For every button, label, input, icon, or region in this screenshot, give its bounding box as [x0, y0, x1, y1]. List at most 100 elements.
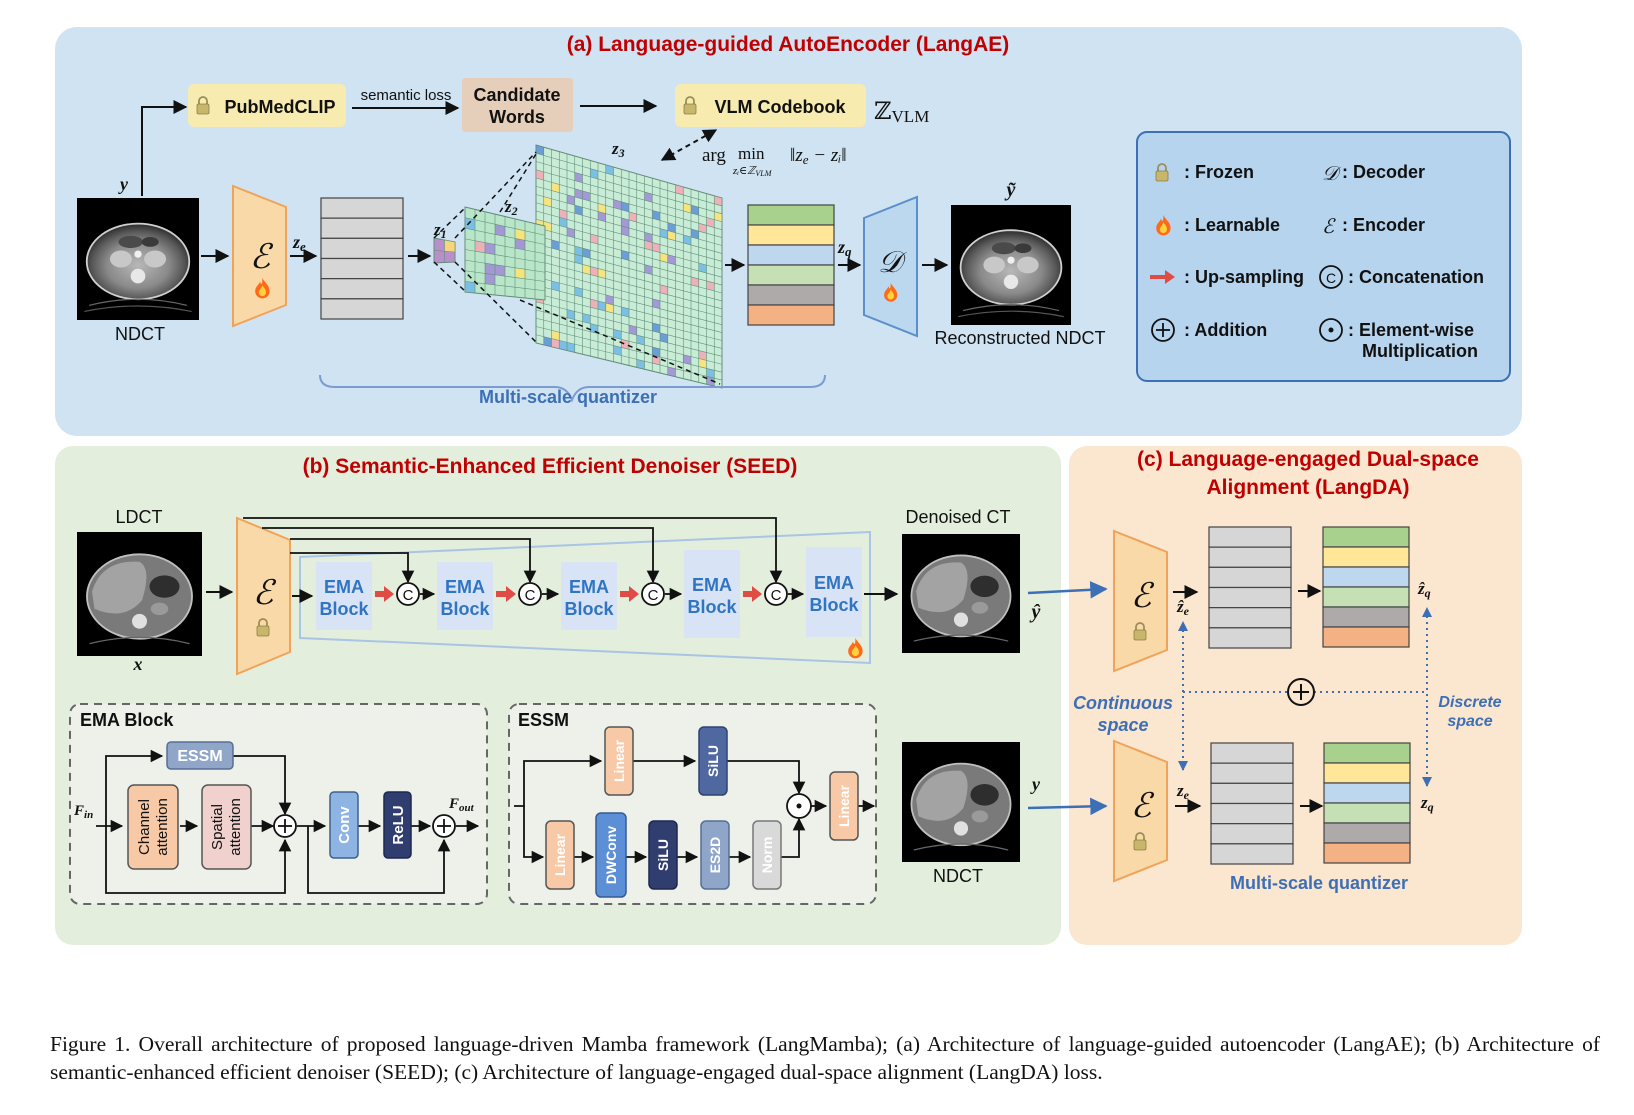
- zq-hat-row: [1322, 586, 1410, 608]
- ema-block-label-1: EMA: [569, 577, 609, 597]
- skip-connections: [243, 517, 783, 584]
- z3-cell: [636, 335, 645, 346]
- z3-cell: [567, 227, 575, 238]
- z2-cell: [485, 273, 495, 285]
- ema-block-label-1: EMA: [692, 575, 732, 595]
- z3-cell: [551, 239, 560, 251]
- ndct-input-image: [76, 197, 200, 321]
- concat-icon-label: C: [525, 587, 536, 604]
- zq-codebook-stack-a: [747, 204, 835, 326]
- svg-text:Linear: Linear: [611, 739, 627, 782]
- y-to-pubmedclip-arrow: [141, 100, 188, 196]
- z3-cell: [644, 240, 653, 251]
- ema-block-label-2: Block: [564, 599, 614, 619]
- z3-cell: [714, 211, 722, 222]
- discrete-space-1: Discrete: [1438, 694, 1501, 711]
- essm-linear-bottom: Linear: [545, 820, 575, 890]
- z3-cell: [598, 203, 606, 214]
- z3-cell: [582, 264, 591, 275]
- z3-cell: [644, 232, 653, 243]
- pubmedclip-box: PubMedCLIP: [188, 84, 346, 127]
- z3-cell: [706, 376, 715, 387]
- upsample-arrow-icon: [375, 586, 394, 602]
- z3-cell: [660, 228, 668, 239]
- z3-cell: [598, 268, 606, 279]
- relu-block: ReLU: [383, 791, 412, 859]
- concat-icon: [396, 582, 420, 606]
- encoder-a: ℰ: [232, 184, 287, 328]
- alignment-add-icon: [1287, 678, 1315, 706]
- svg-text:attention: attention: [154, 798, 171, 856]
- z3-cell: [582, 313, 591, 324]
- concat-icon-label: C: [403, 587, 414, 604]
- concat-icon: [764, 582, 788, 606]
- ldct-label: LDCT: [115, 507, 162, 527]
- legend-encoder-glyph: ℰ: [1322, 216, 1336, 238]
- ze-c-row: [1210, 843, 1294, 865]
- f-in-label: Fin: [73, 803, 93, 821]
- z3-cell: [667, 254, 676, 265]
- encoder-c-top: ℰ: [1113, 529, 1168, 673]
- z2-gridline: [464, 291, 546, 301]
- upsample-arrow-icon: [743, 586, 762, 602]
- x-label: x: [133, 654, 143, 674]
- legend-elementwise-1: : Element-wise: [1348, 320, 1474, 340]
- z3-cell: [660, 332, 668, 343]
- z2-cell: [515, 228, 525, 241]
- ze-c-row: [1210, 823, 1294, 845]
- svg-text:DWConv: DWConv: [603, 826, 619, 885]
- discrete-space-2: space: [1447, 713, 1492, 730]
- zq-hat-label: ẑq: [1417, 579, 1431, 600]
- z3-cell: [644, 264, 653, 275]
- z3-cell: [698, 263, 707, 274]
- z3-cell: [613, 329, 622, 340]
- z3-cell: [590, 168, 598, 179]
- legend-box: : Frozen 𝒟 : Decoder : Learnable ℰ : Enc…: [1136, 131, 1511, 382]
- svg-text:ESSM: ESSM: [177, 748, 222, 765]
- ze-a-row: [320, 278, 404, 300]
- ze-hat-row: [1208, 566, 1292, 589]
- z3-gridline: [535, 326, 723, 373]
- z2-cell: [495, 224, 505, 237]
- zq-c-row: [1323, 842, 1411, 864]
- svg-text:ReLU: ReLU: [390, 805, 407, 844]
- z3-cell: [629, 211, 637, 223]
- zq-a-row: [747, 224, 835, 246]
- quantizer-brace: [319, 374, 826, 403]
- z3-cell: [574, 172, 583, 183]
- ema-block-bg: [437, 562, 493, 630]
- ema-block-label-2: Block: [319, 599, 369, 619]
- z3-cell: [698, 350, 707, 361]
- zq-c-row: [1323, 762, 1411, 784]
- z3-cell: [652, 322, 660, 333]
- svg-text:‖ze − zᵢ‖: ‖ze − zᵢ‖: [790, 145, 847, 167]
- reconstructed-label: Reconstructed NDCT: [934, 328, 1105, 348]
- z3-cell: [543, 196, 552, 207]
- z1-label: z1: [433, 220, 447, 241]
- z3-cell: [652, 242, 660, 253]
- vlm-codebook-label: VLM Codebook: [715, 97, 847, 117]
- upsample-arrow-icon: [620, 586, 639, 602]
- z2-cell: [485, 242, 495, 255]
- z3-cell: [706, 217, 715, 228]
- zq-label-a: zq: [837, 237, 852, 259]
- ema-block-bg: [684, 550, 740, 638]
- ema-add-1: [273, 814, 297, 838]
- z3-cell: [613, 345, 622, 356]
- svg-text:Channel: Channel: [136, 799, 153, 855]
- legend-frozen: : Frozen: [1184, 162, 1254, 182]
- legend-upsampling-arrow-icon: [1150, 270, 1175, 284]
- z3-cell: [598, 211, 606, 222]
- z3-cell: [691, 276, 699, 287]
- ema-block-bg: [316, 562, 372, 630]
- zq-a-row: [747, 284, 835, 306]
- z3-cell: [706, 280, 715, 291]
- continuous-space-2: space: [1097, 715, 1148, 735]
- z3-gridline: [535, 342, 723, 389]
- legend-concatenation: : Concatenation: [1348, 267, 1484, 287]
- z3-cell: [574, 254, 583, 265]
- ndct-image-b: [901, 741, 1021, 863]
- z3-cell: [667, 222, 676, 233]
